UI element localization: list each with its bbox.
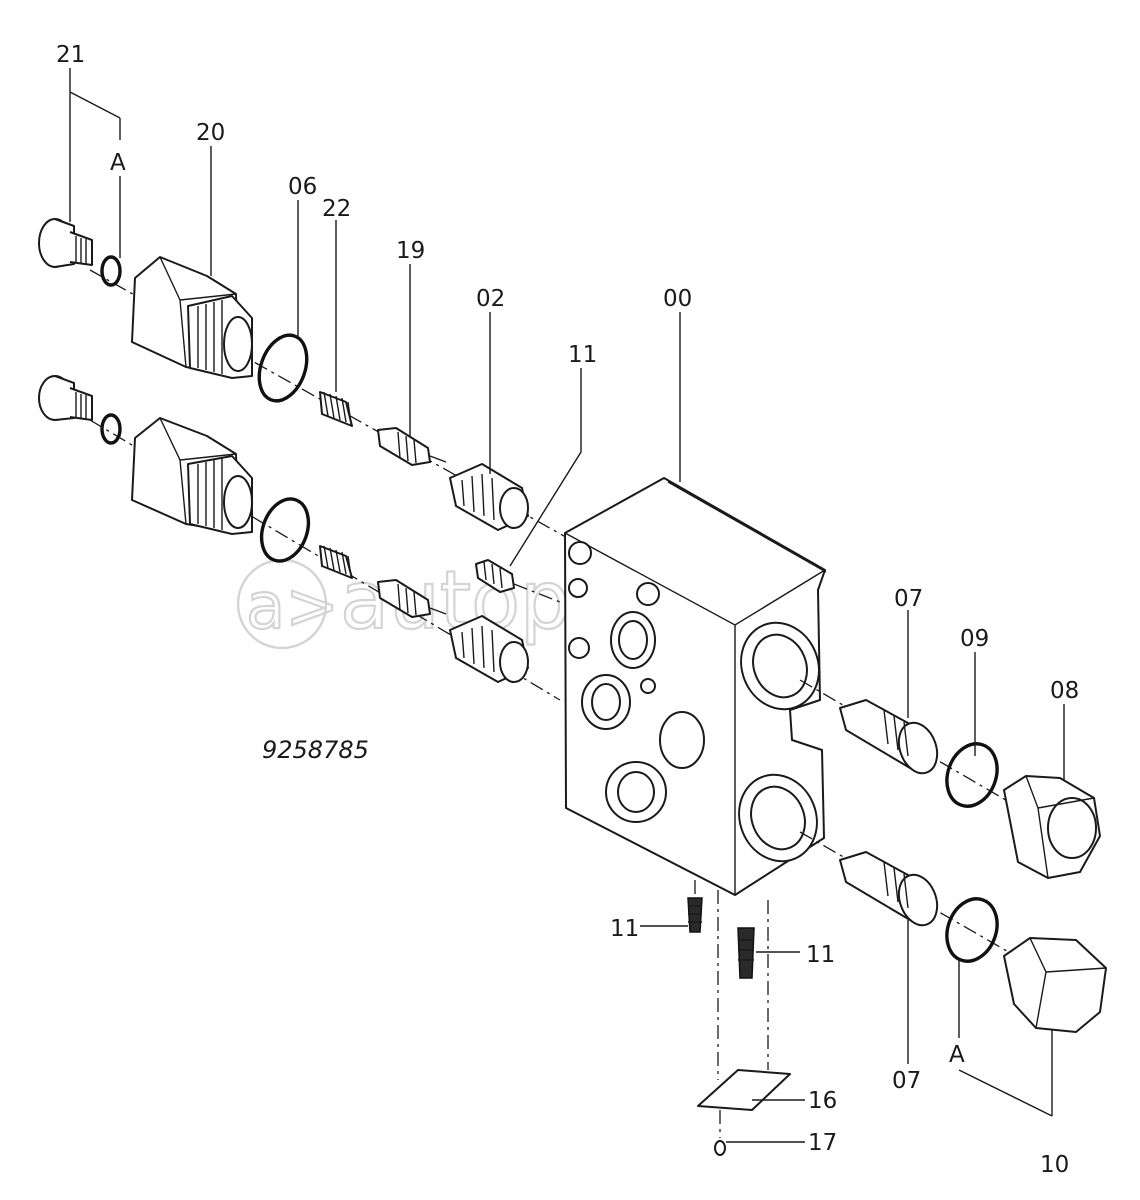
- callout-07-bottom: 07: [892, 1068, 921, 1094]
- hex-fitting-20-lower: [131, 417, 253, 535]
- callout-08: 08: [1050, 678, 1079, 704]
- callout-07-top: 07: [894, 586, 923, 612]
- svg-text:a>: a>: [246, 570, 339, 644]
- sleeve-02-upper: [449, 463, 529, 531]
- fitting-11-left: [687, 880, 703, 933]
- plug-21-upper: [38, 218, 93, 268]
- upper-assembly: [38, 218, 581, 546]
- callout-06: 06: [288, 174, 317, 200]
- leader-lines: [69, 68, 1065, 1143]
- plug-21-lower: [38, 375, 93, 421]
- callout-02: 02: [476, 286, 505, 312]
- callout-09: 09: [960, 626, 989, 652]
- fitting-11-right: [737, 927, 755, 979]
- callout-a-top: A: [110, 150, 126, 176]
- sleeve-02-lower: [449, 615, 529, 683]
- o-ring-lower: [100, 413, 122, 445]
- callout-labels: 21 A 20 06 22 19 02 11 00 07 09 08 11 11…: [56, 42, 1079, 1178]
- o-ring-upper: [100, 255, 122, 287]
- spring-22-lower: [319, 545, 353, 579]
- hex-fitting-20-upper: [131, 256, 253, 379]
- callout-22: 22: [322, 196, 351, 222]
- valve-body-00: [564, 477, 827, 896]
- o-ring-10: [945, 897, 999, 963]
- o-ring-06-upper: [257, 333, 309, 403]
- callout-10: 10: [1040, 1152, 1069, 1178]
- callout-11-right: 11: [806, 942, 835, 968]
- plug-07-upper: [839, 699, 939, 775]
- callout-a-bottom: A: [949, 1042, 965, 1068]
- plug-07-lower: [839, 851, 939, 927]
- screw-17: [714, 1110, 726, 1156]
- callout-00: 00: [663, 286, 692, 312]
- poppet-19-upper: [377, 427, 447, 466]
- hex-plug-10: [1003, 937, 1107, 1033]
- poppet-19-lower: [377, 579, 447, 618]
- name-plate-16: [697, 1069, 791, 1111]
- callout-16: 16: [808, 1088, 837, 1114]
- o-ring-09: [945, 742, 999, 808]
- spring-22-upper: [319, 391, 353, 427]
- lower-assembly: [38, 375, 561, 701]
- o-ring-06-lower: [259, 497, 311, 563]
- callout-21: 21: [56, 42, 85, 68]
- hex-plug-08: [1003, 775, 1101, 879]
- callout-19: 19: [396, 238, 425, 264]
- callout-11-top: 11: [568, 342, 597, 368]
- drawing-number: 9258785: [262, 736, 369, 764]
- callout-17: 17: [808, 1130, 837, 1156]
- callout-20: 20: [196, 120, 225, 146]
- fitting-11-top: [475, 559, 561, 603]
- callout-11-left: 11: [610, 916, 639, 942]
